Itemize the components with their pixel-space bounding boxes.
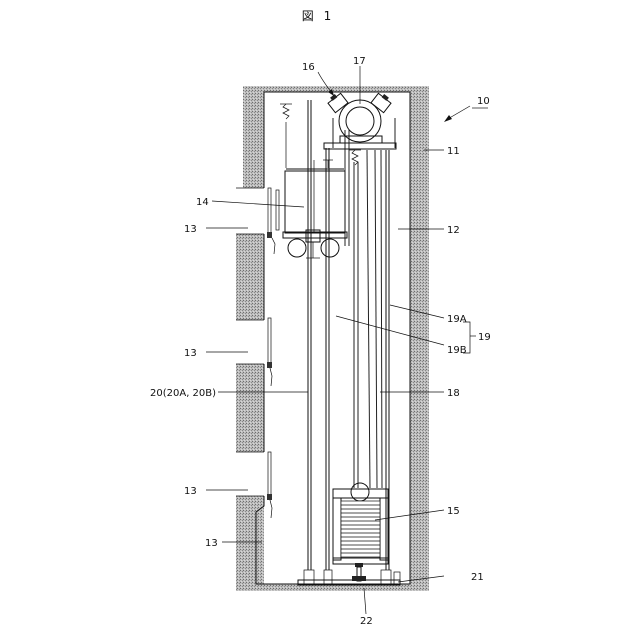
label-22: 22 [360, 616, 373, 627]
label-17: 17 [353, 56, 366, 67]
label-19: 19 [478, 332, 491, 343]
counterweight [333, 483, 388, 564]
label-13-second: 13 [184, 348, 197, 359]
label-21: 21 [471, 572, 484, 583]
figure-title: 図 1 [302, 9, 334, 23]
label-14: 14 [196, 197, 209, 208]
reference-labels: 10 11 12 13 13 13 13 14 15 16 17 18 19 1… [150, 56, 491, 627]
label-16: 16 [302, 62, 315, 73]
pit-equipment [298, 563, 400, 585]
label-13-first: 13 [184, 224, 197, 235]
elevator-car [283, 160, 347, 258]
label-18: 18 [447, 388, 460, 399]
label-19a: 19A [447, 314, 467, 325]
label-13-fourth: 13 [205, 538, 218, 549]
label-13-third: 13 [184, 486, 197, 497]
label-15: 15 [447, 506, 460, 517]
label-20: 20(20A, 20B) [150, 388, 216, 399]
landing-doors [267, 188, 279, 518]
label-19b: 19B [447, 345, 467, 356]
label-10: 10 [477, 96, 490, 107]
label-11: 11 [447, 146, 460, 157]
label-12: 12 [447, 225, 460, 236]
